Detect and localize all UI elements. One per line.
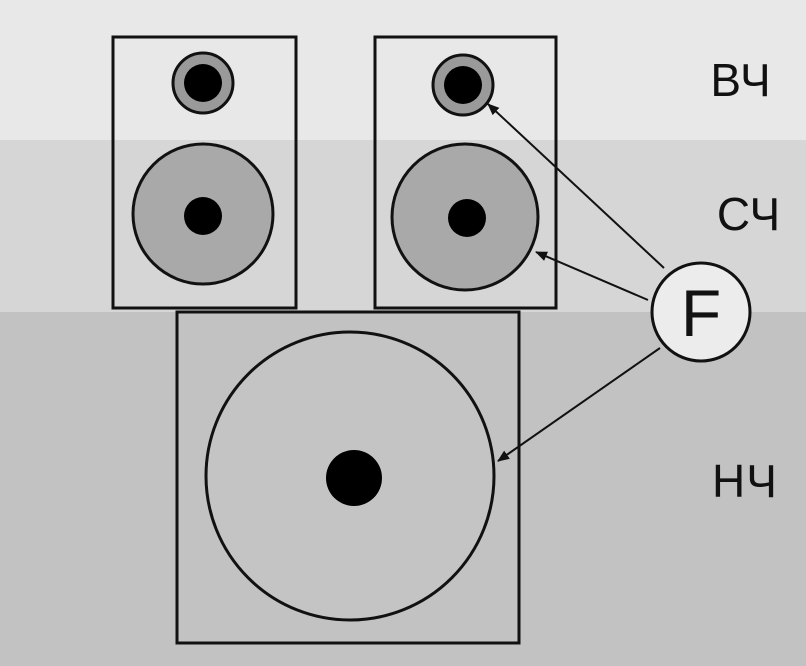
right-midrange-driver bbox=[390, 142, 540, 292]
mid-band-label: СЧ bbox=[717, 188, 781, 240]
arrow-to-midrange bbox=[535, 251, 649, 301]
low-band-label: НЧ bbox=[712, 455, 778, 507]
right-speaker-cabinet bbox=[373, 35, 558, 310]
high-frequency-band bbox=[0, 0, 806, 140]
arrow-to-tweeter bbox=[487, 103, 665, 269]
frequency-source: F bbox=[650, 261, 752, 363]
source-label: F bbox=[681, 276, 721, 350]
left-midrange-driver bbox=[131, 142, 275, 286]
left-speaker-cabinet bbox=[111, 35, 298, 310]
high-band-label: ВЧ bbox=[710, 54, 771, 106]
subwoofer-cabinet bbox=[175, 310, 521, 645]
woofer-driver bbox=[204, 330, 496, 622]
arrow-to-woofer bbox=[497, 347, 661, 462]
right-tweeter bbox=[431, 53, 495, 117]
left-tweeter bbox=[171, 51, 235, 115]
